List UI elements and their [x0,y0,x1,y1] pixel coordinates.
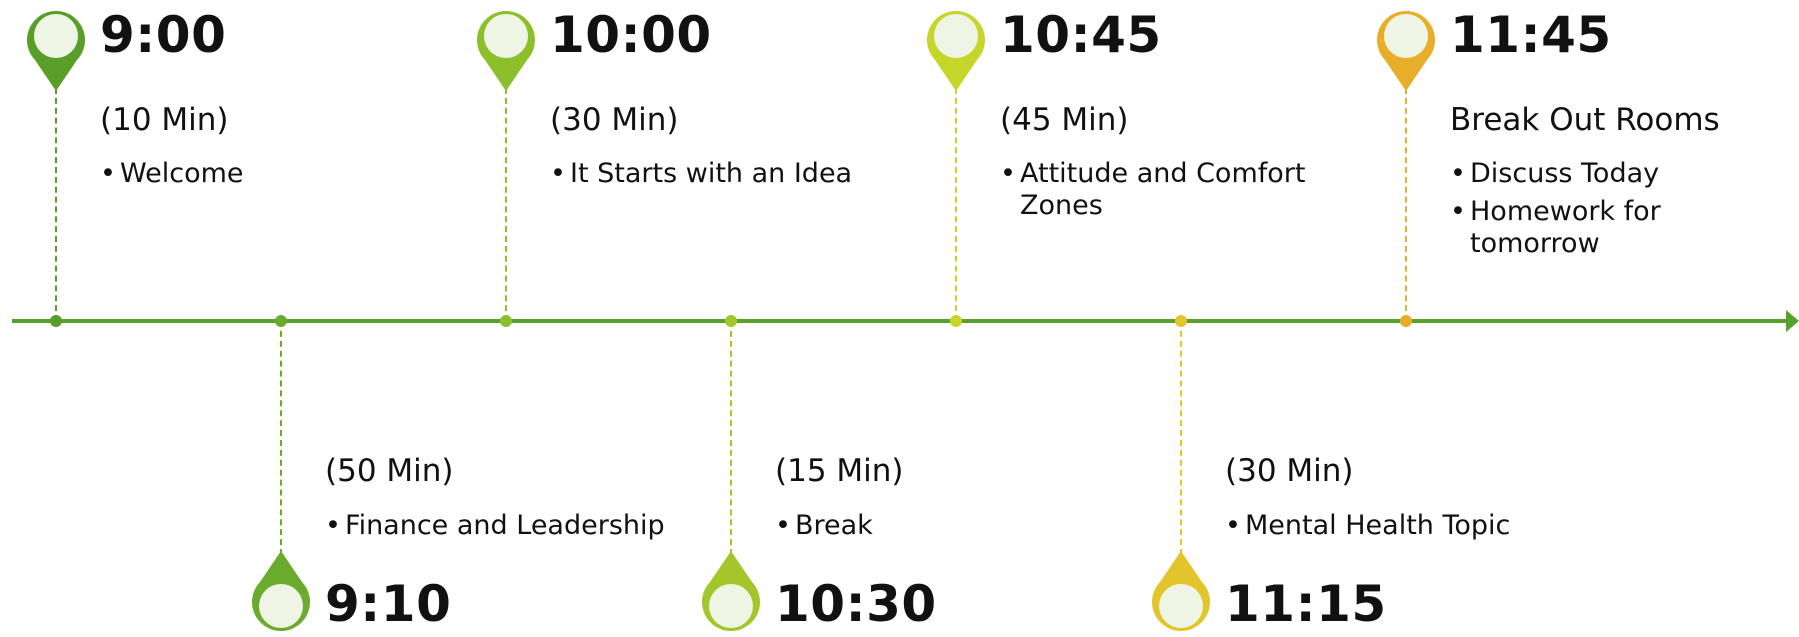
milestone-items: Finance and Leadership [325,510,695,548]
dashed-connector [1405,88,1407,321]
milestone-items: It Starts with an Idea [550,158,870,196]
map-pin-icon [250,551,312,637]
dashed-connector [505,88,507,321]
milestone-time: 11:45 [1450,6,1612,64]
milestone-duration: (50 Min) [325,453,454,489]
milestone-time: 10:00 [550,6,712,64]
milestone-time: 9:00 [100,6,227,64]
map-pin-icon [925,5,987,91]
list-item: Mental Health Topic [1225,510,1565,542]
milestone-items: Discuss TodayHomework for tomorrow [1450,158,1780,266]
list-item: It Starts with an Idea [550,158,870,190]
map-pin-icon [700,551,762,637]
milestone-duration: (15 Min) [775,453,904,489]
milestone-duration: (45 Min) [1000,102,1129,138]
milestone-items: Welcome [100,158,270,196]
dashed-connector [955,88,957,321]
milestone-items: Mental Health Topic [1225,510,1565,548]
milestone-time: 10:45 [1000,6,1162,64]
dashed-connector [730,321,732,555]
milestone-items: Break [775,510,945,548]
map-pin-icon [1150,551,1212,637]
milestone-time: 10:30 [775,575,937,633]
map-pin-icon [1375,5,1437,91]
map-pin-icon [475,5,537,91]
dashed-connector [55,88,57,321]
list-item: Discuss Today [1450,158,1780,190]
axis-dot [950,315,962,327]
list-item: Break [775,510,945,542]
list-item: Homework for tomorrow [1450,196,1780,260]
timeline-axis [12,319,1792,323]
milestone-duration: (30 Min) [550,102,679,138]
axis-dot [1400,315,1412,327]
timeline-arrow-icon [1786,310,1799,332]
milestone-duration: Break Out Rooms [1450,102,1720,138]
list-item: Welcome [100,158,270,190]
dashed-connector [280,321,282,555]
milestone-time: 9:10 [325,575,452,633]
axis-dot [50,315,62,327]
milestone-items: Attitude and Comfort Zones [1000,158,1340,228]
milestone-duration: (30 Min) [1225,453,1354,489]
map-pin-icon [25,5,87,91]
dashed-connector [1180,321,1182,555]
milestone-time: 11:15 [1225,575,1387,633]
list-item: Attitude and Comfort Zones [1000,158,1340,222]
list-item: Finance and Leadership [325,510,695,542]
milestone-duration: (10 Min) [100,102,229,138]
axis-dot [500,315,512,327]
